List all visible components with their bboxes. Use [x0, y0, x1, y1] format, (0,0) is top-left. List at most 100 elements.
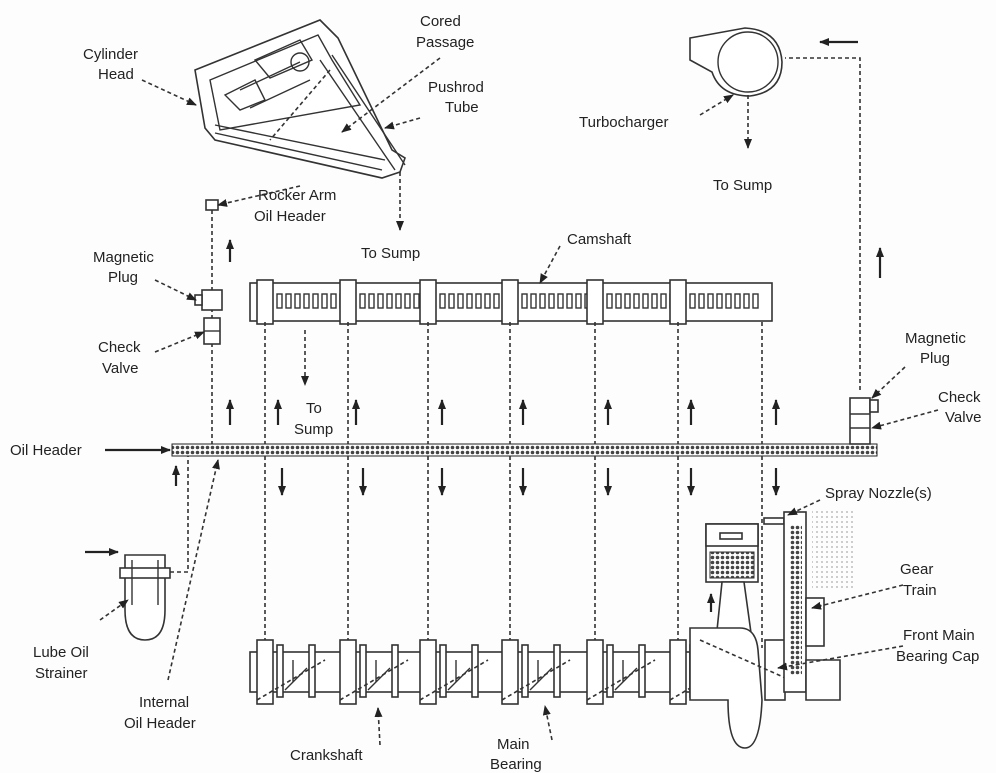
label-cylinder-head-1: Cylinder: [83, 46, 138, 63]
main-journal: [501, 639, 519, 705]
cam-lobe: [448, 293, 455, 309]
cam-lobe: [404, 293, 411, 309]
cam-lobe: [633, 293, 640, 309]
crank-web: [391, 644, 399, 698]
label-oil-header: Oil Header: [10, 442, 82, 459]
label-check-valve-right-2: Valve: [945, 409, 981, 426]
pushrod-tube: [319, 54, 406, 171]
cam-lobe: [395, 293, 402, 309]
label-spray-nozzle: Spray Nozzle(s): [825, 485, 932, 502]
front-crank-end: [689, 627, 791, 749]
label-internal-oil-1: Internal: [139, 694, 189, 711]
magnetic-plug-left: [194, 289, 223, 311]
cam-lobe: [484, 293, 491, 309]
label-lube-oil-1: Lube Oil: [33, 644, 89, 661]
label-cylinder-head-2: Head: [98, 66, 134, 83]
label-crankshaft: Crankshaft: [290, 747, 363, 764]
crankshaft-body: [249, 651, 691, 693]
cam-lobe: [660, 293, 667, 309]
cam-lobe: [303, 293, 310, 309]
crank-web: [308, 644, 316, 698]
cam-lobe: [530, 293, 537, 309]
crank-web: [471, 644, 479, 698]
label-rocker-arm-2: Oil Header: [254, 208, 326, 225]
cam-bearing: [256, 279, 274, 325]
main-journal: [586, 639, 604, 705]
cam-lobe: [386, 293, 393, 309]
cam-lobe: [624, 293, 631, 309]
cam-bearing: [419, 279, 437, 325]
label-magnetic-plug-left-1: Magnetic: [93, 249, 154, 266]
check-valve-right: [849, 397, 871, 445]
cam-lobe: [575, 293, 582, 309]
piston-assembly: [705, 523, 759, 641]
label-gear-train-2: Train: [903, 582, 937, 599]
label-to-sump-turbo: To Sump: [713, 177, 772, 194]
cam-lobe: [312, 293, 319, 309]
label-check-valve-right-1: Check: [938, 389, 981, 406]
turbocharger: [689, 27, 783, 97]
bearing-feed-lines: [226, 322, 780, 648]
leader-lines: [99, 57, 939, 746]
label-front-main-2: Bearing Cap: [896, 648, 979, 665]
magnetic-plug-right: [869, 399, 879, 413]
cam-lobe: [651, 293, 658, 309]
crankshaft: [249, 639, 739, 705]
cylinder-head: [194, 19, 406, 179]
head-fitting: [205, 199, 219, 211]
cam-lobe: [606, 293, 613, 309]
main-journal: [339, 639, 357, 705]
cam-lobe: [539, 293, 546, 309]
label-check-valve-left-1: Check: [98, 339, 141, 356]
cam-lobe: [548, 293, 555, 309]
main-journal: [256, 639, 274, 705]
cam-lobe: [642, 293, 649, 309]
cam-lobe: [294, 293, 301, 309]
cam-lobe: [457, 293, 464, 309]
label-to-sump-head: To Sump: [361, 245, 420, 262]
crank-oil-path: [586, 659, 656, 701]
cam-lobe: [615, 293, 622, 309]
cam-bearing: [669, 279, 687, 325]
label-main-bearing-2: Bearing: [490, 756, 542, 773]
cam-lobe: [321, 293, 328, 309]
label-cored-passage-2: Passage: [416, 34, 474, 51]
label-to-sump-cam-1: To: [306, 400, 322, 417]
crank-web: [276, 644, 284, 698]
cam-bearing: [339, 279, 357, 325]
cam-lobe: [743, 293, 750, 309]
label-magnetic-plug-right-2: Plug: [920, 350, 950, 367]
label-magnetic-plug-right-1: Magnetic: [905, 330, 966, 347]
crank-web: [439, 644, 447, 698]
cam-bearing: [501, 279, 519, 325]
label-magnetic-plug-left-2: Plug: [108, 269, 138, 286]
strainer-outlet-line: [170, 456, 189, 573]
crank-oil-path: [501, 659, 571, 701]
cam-lobe: [285, 293, 292, 309]
check-valve-left: [203, 317, 221, 345]
cam-lobe: [689, 293, 696, 309]
label-lube-oil-2: Strainer: [35, 665, 88, 682]
label-internal-oil-2: Oil Header: [124, 715, 196, 732]
cam-lobe: [557, 293, 564, 309]
crank-oil-path: [419, 659, 489, 701]
label-cored-passage-1: Cored: [420, 13, 461, 30]
cam-lobe: [725, 293, 732, 309]
spray-nozzle: [763, 510, 856, 590]
label-check-valve-left-2: Valve: [102, 360, 138, 377]
main-oil-header: [171, 443, 878, 457]
cam-lobe: [330, 293, 337, 309]
cam-lobe: [475, 293, 482, 309]
turbo-feed-line: [785, 57, 861, 390]
cam-lobe: [716, 293, 723, 309]
cam-lobe: [493, 293, 500, 309]
cam-lobe: [752, 293, 759, 309]
main-journal: [669, 639, 687, 705]
crank-oil-path: [339, 659, 409, 701]
label-main-bearing-1: Main: [497, 736, 530, 753]
cam-lobe: [276, 293, 283, 309]
lube-oil-strainer: [119, 554, 171, 641]
crank-web: [521, 644, 529, 698]
